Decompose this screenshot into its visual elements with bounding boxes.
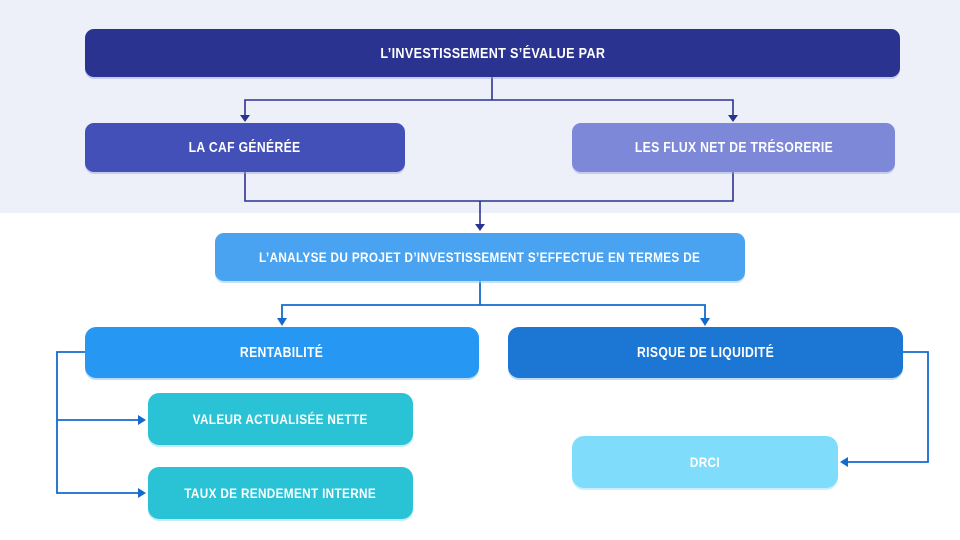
node-risque: Risque de liquidité [508,327,903,378]
node-van: Valeur actualisée nette [148,393,413,445]
node-investissement-label: L’investissement s’évalue par [380,44,605,62]
node-risque-label: Risque de liquidité [637,344,774,361]
node-analyse: L’analyse du projet d’investissement s’e… [215,233,745,281]
node-analyse-label: L’analyse du projet d’investissement s’e… [259,249,701,265]
node-rentabilite: Rentabilité [85,327,479,378]
node-rentabilite-label: Rentabilité [240,344,324,361]
node-investissement: L’investissement s’évalue par [85,29,900,77]
node-flux-label: Les flux net de trésorerie [634,139,833,156]
node-caf-label: La CAF générée [189,139,301,156]
node-flux: Les flux net de trésorerie [572,123,895,172]
node-drci-label: DRCI [689,454,721,470]
connector-analyse-to-row4 [277,281,710,326]
node-tri: Taux de rendement interne [148,467,413,519]
node-caf: La CAF générée [85,123,405,172]
node-tri-label: Taux de rendement interne [184,485,377,501]
node-van-label: Valeur actualisée nette [192,411,368,427]
node-drci: DRCI [572,436,838,488]
